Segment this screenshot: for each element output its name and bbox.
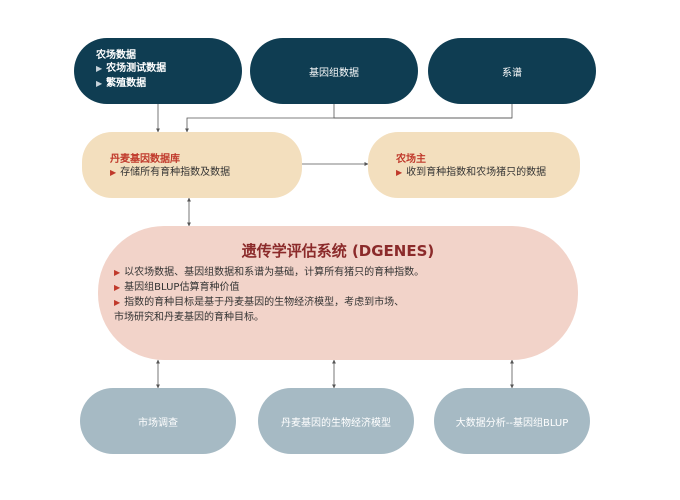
dgenes-bullet-text: 指数的育种目标是基于丹麦基因的生物经济模型，考虑到市场、 xyxy=(124,297,405,308)
market-research-label: 市场调查 xyxy=(138,417,178,429)
database-item-label: 存储所有育种指数及数据 xyxy=(120,167,231,178)
triangle-bullet-icon: ▶ xyxy=(96,64,103,73)
dgenes-bullet-text: 市场研究和丹麦基因的育种目标。 xyxy=(114,312,264,323)
farm-data-item: ▶ 农场测试数据 xyxy=(96,61,242,76)
dgenes-bullet: ▶ 以农场数据、基因组数据和系谱为基础，计算所有猪只的育种指数。 xyxy=(114,265,578,280)
market-research-node: 市场调查 xyxy=(80,388,236,454)
bioeconomic-model-node: 丹麦基因的生物经济模型 xyxy=(258,388,414,454)
dgenes-bullet-continuation: 市场研究和丹麦基因的育种目标。 xyxy=(114,310,578,325)
genomic-data-node: 基因组数据 xyxy=(250,38,418,104)
bigdata-analysis-label: 大数据分析--基因组BLUP xyxy=(455,417,569,429)
farmer-node: 农场主 ▶ 收到育种指数和农场猪只的数据 xyxy=(368,132,580,198)
triangle-bullet-icon: ▶ xyxy=(114,268,121,277)
triangle-bullet-icon: ▶ xyxy=(396,168,403,177)
dgenes-bullet: ▶ 基因组BLUP估算育种价值 xyxy=(114,280,578,295)
triangle-bullet-icon: ▶ xyxy=(114,298,121,307)
farmer-item: ▶ 收到育种指数和农场猪只的数据 xyxy=(396,165,580,180)
farm-data-item-label: 繁殖数据 xyxy=(106,78,147,89)
farm-data-node: 农场数据 ▶ 农场测试数据 ▶ 繁殖数据 xyxy=(74,38,242,104)
bigdata-analysis-node: 大数据分析--基因组BLUP xyxy=(434,388,590,454)
dgenes-bullet-text: 以农场数据、基因组数据和系谱为基础，计算所有猪只的育种指数。 xyxy=(124,267,425,278)
farm-data-item-label: 农场测试数据 xyxy=(106,63,167,74)
bioeconomic-model-label: 丹麦基因的生物经济模型 xyxy=(281,417,391,429)
link-genomic-pedigree-to-database xyxy=(333,104,513,119)
triangle-bullet-icon: ▶ xyxy=(96,79,103,88)
farm-data-title: 农场数据 xyxy=(96,50,136,61)
dgenes-node: 遗传学评估系统 (DGENES) ▶ 以农场数据、基因组数据和系谱为基础，计算所… xyxy=(98,226,578,360)
triangle-bullet-icon: ▶ xyxy=(110,168,117,177)
database-node: 丹麦基因数据库 ▶ 存储所有育种指数及数据 xyxy=(82,132,302,198)
database-title: 丹麦基因数据库 xyxy=(110,154,180,165)
farmer-item-label: 收到育种指数和农场猪只的数据 xyxy=(406,167,547,178)
dgenes-bullet-text: 基因组BLUP估算育种价值 xyxy=(124,282,240,293)
genomic-data-label: 基因组数据 xyxy=(309,67,359,79)
pedigree-node: 系谱 xyxy=(428,38,596,104)
dgenes-title: 遗传学评估系统 (DGENES) xyxy=(241,242,435,260)
farmer-title: 农场主 xyxy=(396,154,426,165)
pedigree-label: 系谱 xyxy=(502,67,522,79)
database-item: ▶ 存储所有育种指数及数据 xyxy=(110,165,302,180)
triangle-bullet-icon: ▶ xyxy=(114,283,121,292)
dgenes-bullet: ▶ 指数的育种目标是基于丹麦基因的生物经济模型，考虑到市场、 xyxy=(114,295,578,310)
farm-data-item: ▶ 繁殖数据 xyxy=(96,76,242,91)
link-merge-to-database xyxy=(185,117,512,133)
